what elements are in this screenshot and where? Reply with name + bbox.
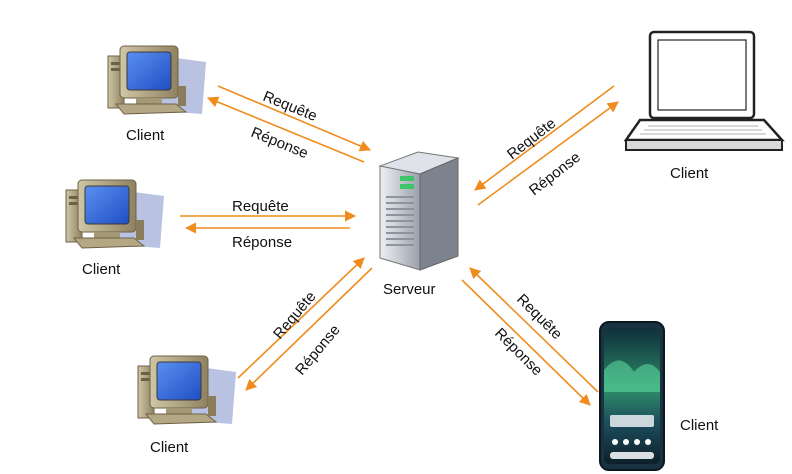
response-arrow [206, 96, 365, 163]
server-icon [378, 151, 460, 271]
client-node-2: Client [65, 179, 165, 278]
client-label: Client [150, 439, 189, 456]
server-node: Serveur [378, 151, 460, 298]
request-arrow [237, 257, 365, 379]
client-label: Client [126, 127, 165, 144]
request-label: Requête [232, 198, 289, 215]
client-label: Client [670, 165, 709, 182]
client-node-4: Client [623, 30, 785, 182]
laptop-icon [623, 30, 785, 151]
request-label: Requête [504, 115, 559, 163]
client-node-3: Client [137, 355, 237, 456]
response-label: Réponse [232, 234, 292, 251]
response-label: Réponse [249, 124, 311, 162]
desktop-computer-icon [65, 179, 165, 249]
client-node-1: Client [107, 45, 207, 144]
response-label: Réponse [292, 322, 344, 379]
request-arrow [469, 267, 599, 393]
request-response-arrows [180, 85, 619, 406]
response-label: Réponse [526, 149, 584, 199]
client-node-5: Client [599, 321, 719, 471]
response-arrow [477, 101, 619, 206]
request-label: Requête [261, 88, 320, 125]
response-arrow [461, 279, 591, 406]
server-label: Serveur [383, 281, 436, 298]
smartphone-icon [599, 321, 665, 471]
request-label: Requête [270, 288, 319, 342]
client-label: Client [82, 261, 121, 278]
request-arrow [217, 85, 372, 152]
desktop-computer-icon [107, 45, 207, 115]
request-arrow [474, 85, 615, 191]
client-label: Client [680, 417, 719, 434]
response-arrow [245, 267, 373, 391]
desktop-computer-icon [137, 355, 237, 425]
